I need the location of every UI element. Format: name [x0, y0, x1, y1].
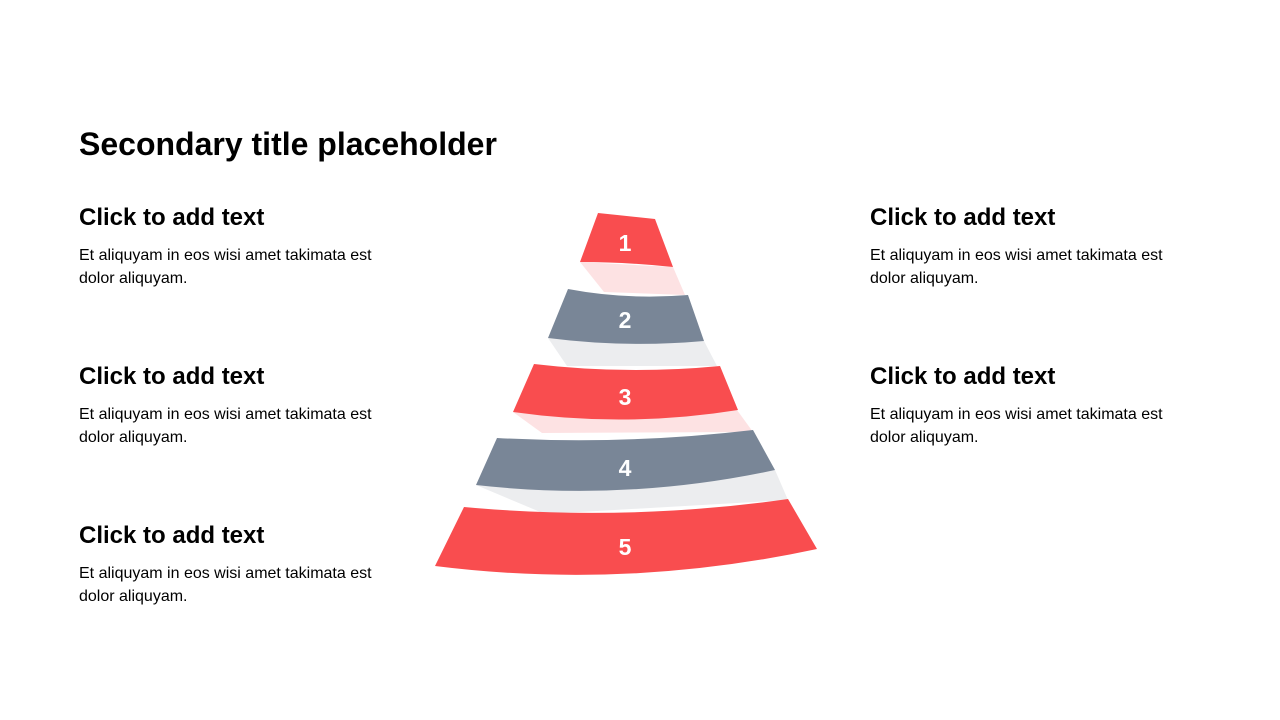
text-block-right-2[interactable]: Click to add text Et aliquyam in eos wis… [870, 362, 1190, 449]
text-block-body[interactable]: Et aliquyam in eos wisi amet takimata es… [870, 247, 1163, 287]
pyramid-level-5[interactable] [435, 499, 817, 575]
text-block-heading[interactable]: Click to add text [870, 204, 1056, 231]
pyramid-level-3-number: 3 [619, 384, 632, 410]
text-block-heading[interactable]: Click to add text [79, 204, 265, 231]
pyramid-level-2-number: 2 [619, 307, 632, 333]
text-block-body[interactable]: Et aliquyam in eos wisi amet takimata es… [79, 565, 372, 605]
text-block-body[interactable]: Et aliquyam in eos wisi amet takimata es… [870, 406, 1163, 446]
text-block-heading[interactable]: Click to add text [79, 363, 265, 390]
text-block-left-2[interactable]: Click to add text Et aliquyam in eos wis… [79, 362, 399, 449]
pyramid-connector-1-2 [580, 262, 685, 295]
pyramid-level-4[interactable] [476, 430, 775, 491]
pyramid-level-2[interactable] [548, 289, 704, 344]
text-block-heading[interactable]: Click to add text [79, 522, 265, 549]
pyramid-connector-2-3 [548, 338, 717, 366]
text-block-left-1[interactable]: Click to add text Et aliquyam in eos wis… [79, 203, 399, 290]
text-block-body[interactable]: Et aliquyam in eos wisi amet takimata es… [79, 406, 372, 446]
pyramid-level-5-number: 5 [619, 534, 632, 560]
pyramid-level-1-number: 1 [619, 230, 632, 256]
pyramid-level-4-number: 4 [619, 455, 632, 481]
pyramid-level-1[interactable] [580, 213, 673, 267]
text-block-left-3[interactable]: Click to add text Et aliquyam in eos wis… [79, 521, 399, 608]
pyramid-level-3[interactable] [513, 364, 738, 420]
text-block-body[interactable]: Et aliquyam in eos wisi amet takimata es… [79, 247, 372, 287]
text-block-heading[interactable]: Click to add text [870, 363, 1056, 390]
text-block-right-1[interactable]: Click to add text Et aliquyam in eos wis… [870, 203, 1190, 290]
page-title[interactable]: Secondary title placeholder [79, 126, 497, 162]
